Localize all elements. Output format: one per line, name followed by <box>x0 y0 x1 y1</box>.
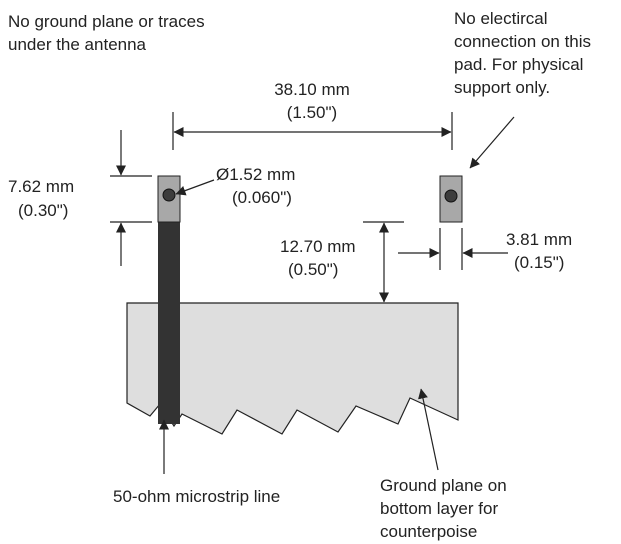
hole-diameter-mm-label: Ø1.52 mm <box>216 165 295 184</box>
hole-leader <box>175 179 215 196</box>
no-electrical-note-line1: No electircal <box>454 9 548 28</box>
spacing-dimension <box>172 112 453 150</box>
ground-plane-leader <box>418 388 439 471</box>
pad-height-mm-label: 7.62 mm <box>8 177 74 196</box>
ground-plane-label-line3: counterpoise <box>380 522 477 541</box>
no-electrical-note-line3: pad. For physical <box>454 55 583 74</box>
no-connection-leader <box>469 116 515 169</box>
ground-plane-board <box>126 302 459 435</box>
pad-width-mm-label: 3.81 mm <box>506 230 572 249</box>
ground-plane-label-line1: Ground plane on <box>380 476 507 495</box>
right-pad-hole <box>444 189 458 203</box>
clearance-mm-label: 12.70 mm <box>280 237 356 256</box>
ground-plane-label-line2: bottom layer for <box>380 499 498 518</box>
pad-width-dimension <box>398 228 508 270</box>
clearance-dimension <box>363 221 404 303</box>
spacing-mm-label: 38.10 mm <box>274 80 350 99</box>
clearance-in-label: (0.50") <box>288 260 338 279</box>
microstrip-line <box>158 222 180 424</box>
pad-height-dimension <box>110 130 152 266</box>
hole-diameter-in-label: (0.060") <box>232 188 292 207</box>
left-pad-hole <box>162 188 176 202</box>
no-electrical-note-line2: connection on this <box>454 32 591 51</box>
pad-height-in-label: (0.30") <box>18 201 68 220</box>
microstrip-label: 50-ohm microstrip line <box>113 487 280 506</box>
no-electrical-note-line4: support only. <box>454 78 550 97</box>
pad-width-in-label: (0.15") <box>514 253 564 272</box>
spacing-in-label: (1.50") <box>287 103 337 122</box>
no-ground-plane-note-line2: under the antenna <box>8 35 147 54</box>
no-ground-plane-note-line1: No ground plane or traces <box>8 12 205 31</box>
